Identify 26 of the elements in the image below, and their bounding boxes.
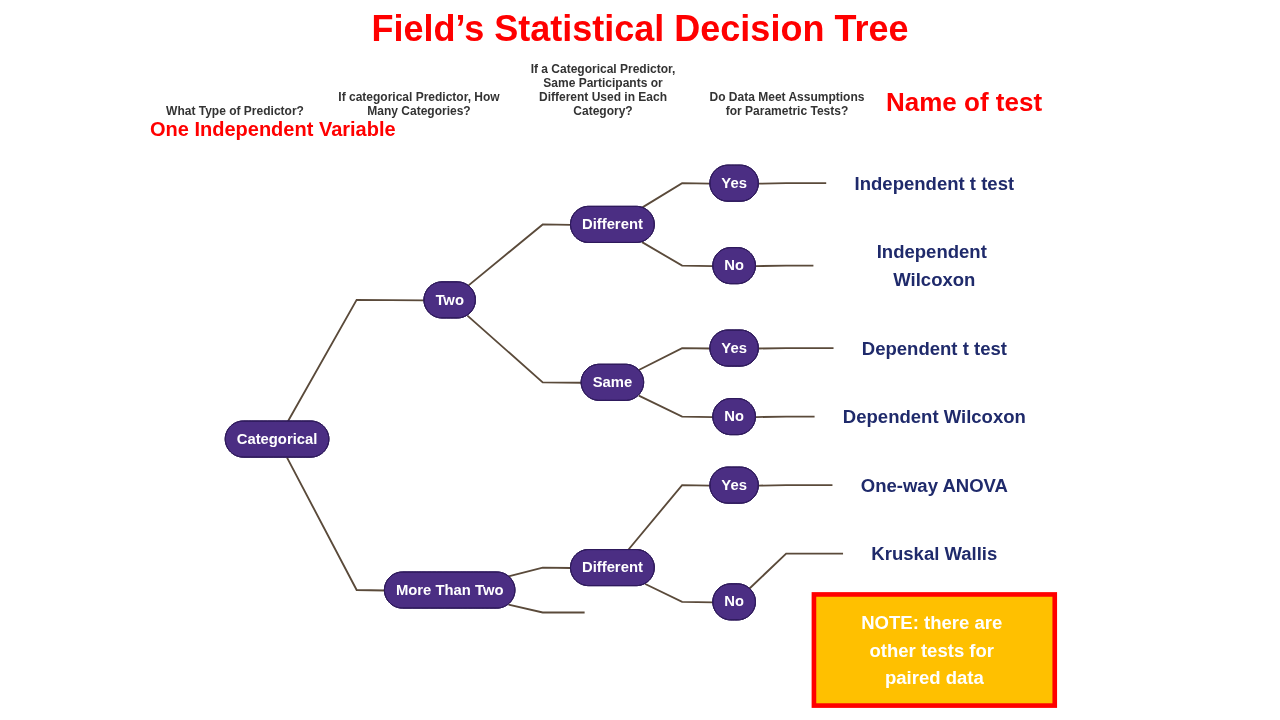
connector xyxy=(757,347,835,350)
column-title: Name of test xyxy=(886,87,1043,118)
connector xyxy=(757,182,828,185)
connector xyxy=(467,223,572,287)
connector xyxy=(755,264,815,267)
column-header: What Type of Predictor? xyxy=(165,104,305,118)
column-header: If a Categorical Predictor, Same Participants or Different Used in Each Category? xyxy=(529,62,677,118)
connector xyxy=(748,552,845,590)
title: Field’s Statistical Decision Tree xyxy=(370,8,910,50)
node-text: Independent t test xyxy=(854,173,1015,194)
connector xyxy=(507,603,586,614)
connector xyxy=(507,566,572,578)
column-header: If categorical Predictor, How Many Categories? xyxy=(337,90,501,118)
connector xyxy=(286,456,386,592)
node-text: Kruskal Wallis xyxy=(871,543,998,564)
node-text: Dependent t test xyxy=(861,337,1007,359)
connector xyxy=(755,415,816,418)
connector xyxy=(757,484,834,487)
node-text: Dependent Wilcoxon xyxy=(842,406,1026,427)
node-box: NOTE: there are other tests for paired data xyxy=(811,592,1058,708)
node-text: Independent Wilcoxon xyxy=(876,241,987,290)
column-header: Do Data Meet Assumptions for Parametric Tests? xyxy=(708,90,866,118)
connector xyxy=(466,314,583,384)
node-text: One-way ANOVA xyxy=(860,474,1008,496)
section-heading: One Independent Variable xyxy=(150,118,396,140)
connector xyxy=(286,298,426,423)
